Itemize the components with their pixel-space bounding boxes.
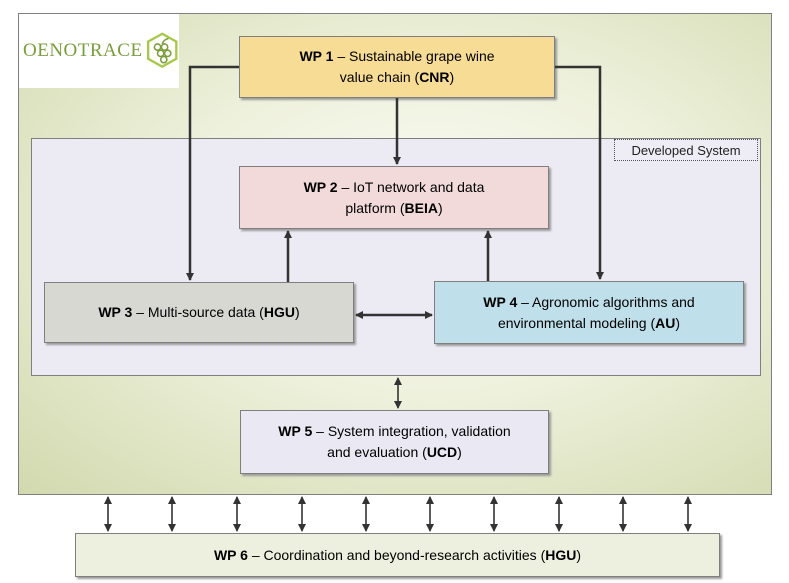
wp2-id: WP 2 — [303, 178, 338, 195]
wp3-title-line1: – Multi-source data — [132, 304, 260, 320]
wp3-partner: HGU — [263, 304, 295, 320]
wp5-id: WP 5 — [278, 423, 313, 439]
arrow-wp1-wp3 — [186, 65, 239, 281]
wp4-partner: AU — [655, 314, 676, 331]
wp2-title-line1: – IoT network and data — [337, 178, 485, 195]
wp4-title-line1: – Agronomic algorithms and — [517, 293, 695, 310]
wp1-partner: CNR — [419, 69, 450, 85]
wp5-title-line1: – System integration, validation — [312, 423, 511, 439]
wp4-id: WP 4 — [483, 293, 518, 310]
wp3-box: WP 3 – Multi-source data (HGU) — [44, 282, 354, 343]
wp2-title-line2: platform — [345, 199, 400, 216]
wp1-title-line1: – Sustainable grape wine — [333, 48, 495, 64]
wp3-id: WP 3 — [98, 304, 133, 320]
wp1-title-line2: value chain — [339, 69, 415, 85]
wp5-box: WP 5 – System integration, validation an… — [240, 410, 549, 474]
wp6-box: WP 6 – Coordination and beyond-research … — [75, 533, 720, 577]
grape-hexagon-icon — [146, 32, 178, 68]
logo-text: OENOTRACE — [23, 40, 143, 61]
wp6-partner: HGU — [545, 546, 577, 563]
wp2-partner: BEIA — [404, 199, 438, 216]
wp5-title-line2: and evaluation — [327, 444, 423, 460]
logo: OENOTRACE — [19, 14, 179, 88]
wp6-title-line1: – Coordination and beyond-research activ… — [247, 546, 541, 563]
arrow-wp1-wp4 — [555, 65, 604, 280]
wp4-box: WP 4 – Agronomic algorithms and environm… — [434, 281, 744, 344]
wp5-partner: UCD — [426, 444, 458, 460]
wp4-title-line2: environmental modeling — [497, 314, 651, 331]
developed-system-label: Developed System — [614, 139, 758, 161]
wp1-box: WP 1 – Sustainable grape wine value chai… — [239, 36, 555, 98]
wp1-id: WP 1 — [299, 48, 334, 64]
wp2-box: WP 2 – IoT network and data platform (BE… — [239, 166, 549, 229]
wp6-id: WP 6 — [213, 546, 248, 563]
